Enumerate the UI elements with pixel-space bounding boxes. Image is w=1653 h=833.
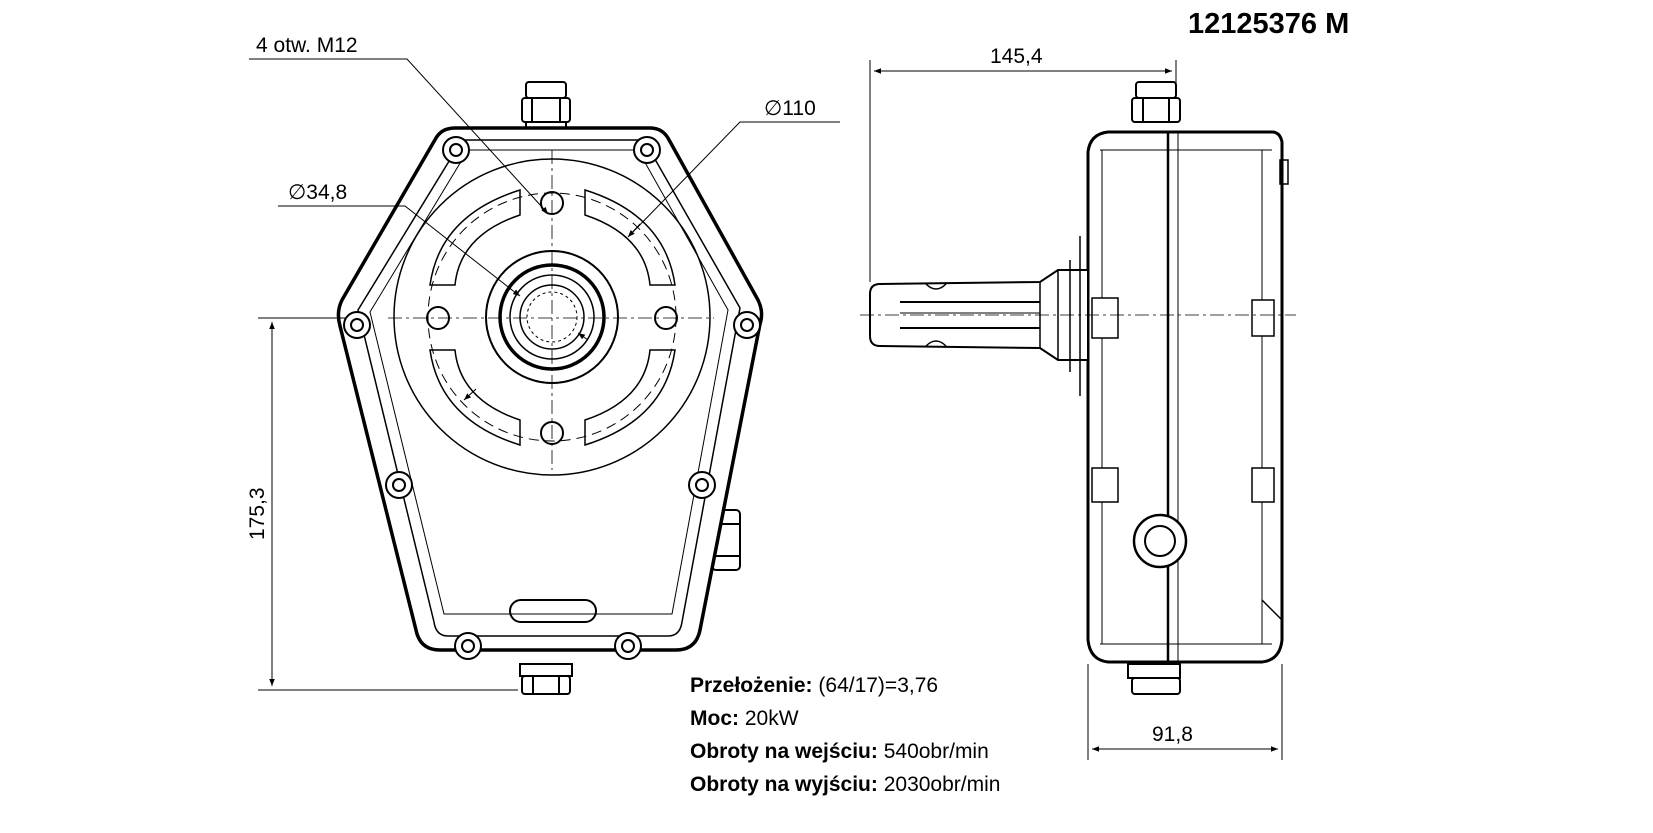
front-dimensions xyxy=(249,58,840,691)
dim-bolt-circle-label: ∅110 xyxy=(764,97,816,120)
housing-inner-rim xyxy=(357,139,741,637)
dim-height-label: 175,3 xyxy=(246,487,269,540)
spec-input-speed-label: Obroty na wejściu: xyxy=(690,740,878,763)
spec-input-speed: Obroty na wejściu: 540obr/min xyxy=(690,735,1000,768)
side-housing-body xyxy=(1086,130,1284,664)
spec-output-speed: Obroty na wyjściu: 2030obr/min xyxy=(690,768,1000,801)
inspection-slot xyxy=(509,599,597,623)
spec-power: Moc: 20kW xyxy=(690,702,1000,735)
flange-slot-bottom-left xyxy=(429,349,521,447)
spec-output-speed-label: Obroty na wyjściu: xyxy=(690,773,878,796)
dim-width-label: 91,8 xyxy=(1152,723,1193,746)
side-boss-lower-right xyxy=(1251,467,1275,503)
specifications: Przełożenie: (64/17)=3,76 Moc: 20kW Obro… xyxy=(690,669,1000,801)
flange-slot-bottom-right xyxy=(584,349,676,447)
front-view xyxy=(336,81,764,695)
side-view xyxy=(860,81,1296,695)
spec-power-label: Moc: xyxy=(690,707,739,730)
side-boss-lower-left xyxy=(1091,467,1119,503)
spec-input-speed-value: 540obr/min xyxy=(883,740,989,763)
housing-outline xyxy=(336,126,764,652)
side-plug xyxy=(1132,513,1188,569)
flange-slot-top-left xyxy=(429,188,521,286)
dim-shaft-dia-label: ∅34,8 xyxy=(288,181,347,204)
side-dimensions xyxy=(869,60,1283,760)
dim-length-label: 145,4 xyxy=(990,45,1043,68)
side-boss-upper xyxy=(1091,297,1119,339)
dim-holes-label: 4 otw. M12 xyxy=(256,34,358,57)
side-top-nut xyxy=(1131,81,1181,123)
flange-slot-top-right xyxy=(584,188,676,286)
spec-ratio-label: Przełożenie: xyxy=(690,674,813,697)
spec-output-speed-value: 2030obr/min xyxy=(883,773,1001,796)
top-plug-nut xyxy=(521,81,571,133)
side-bottom-nut xyxy=(1127,663,1181,695)
part-number: 12125376 M xyxy=(1188,8,1350,40)
bottom-plug-nut xyxy=(519,663,573,695)
spec-power-value: 20kW xyxy=(744,707,799,730)
splined-bore-inner xyxy=(526,291,578,343)
side-boss-right xyxy=(1251,299,1275,337)
spec-ratio: Przełożenie: (64/17)=3,76 xyxy=(690,669,1000,702)
housing-bolts xyxy=(343,136,761,660)
spec-ratio-value: (64/17)=3,76 xyxy=(818,674,939,697)
